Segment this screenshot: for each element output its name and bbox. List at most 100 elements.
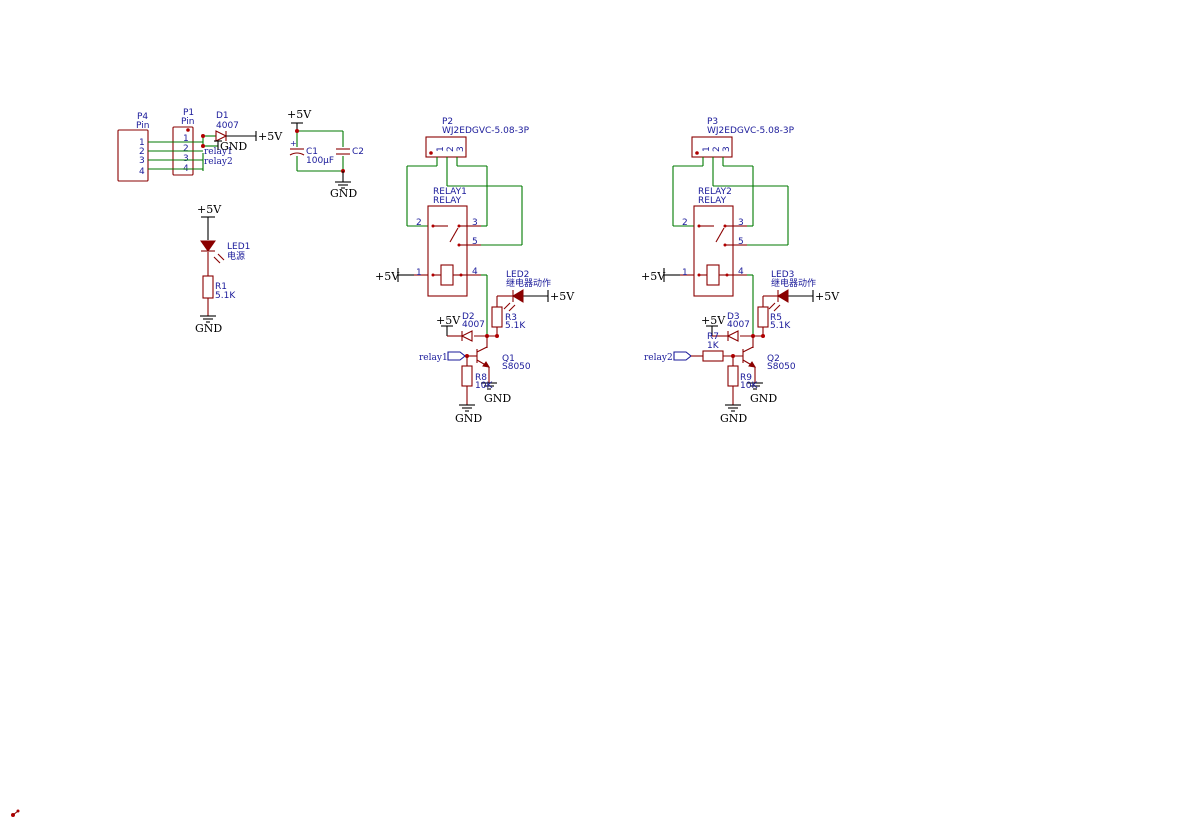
connector-p3[interactable]: P3 WJ2EDGVC-5.08-3P 1 2 3 xyxy=(691,117,795,158)
q2-gnd-symbol xyxy=(747,382,763,390)
svg-text:+: + xyxy=(290,139,297,148)
d1-vcc-label: +5V xyxy=(258,130,283,143)
relay1-pin-2: 2 xyxy=(416,218,422,228)
led3-vcc-label: +5V xyxy=(815,290,840,303)
r1-ref: R1 xyxy=(215,282,227,292)
relay2-pin-5: 5 xyxy=(738,237,744,247)
led-led1[interactable]: LED1 电源 xyxy=(200,240,250,264)
p3-pin-2: 2 xyxy=(712,146,722,152)
capacitor-c1[interactable]: + C1 100µF xyxy=(289,139,334,166)
r1-value: 5.1K xyxy=(215,291,236,301)
r5-ref: R5 xyxy=(770,313,782,323)
p3-pin-1: 1 xyxy=(702,146,712,152)
relay2-net-port[interactable]: relay2 xyxy=(644,351,703,363)
diode-d2[interactable]: D2 4007 xyxy=(441,312,485,342)
r3-ref: R3 xyxy=(505,313,517,323)
p3-value: WJ2EDGVC-5.08-3P xyxy=(707,126,795,136)
led3-value: 继电器动作 xyxy=(771,277,816,289)
r7-value: 1K xyxy=(707,341,720,351)
led-led2[interactable]: LED2 继电器动作 xyxy=(497,270,551,312)
relay2-value: RELAY xyxy=(698,196,727,206)
r7-ref: R7 xyxy=(707,332,719,342)
r9-ref: R9 xyxy=(740,373,752,383)
p4-ref: P4 xyxy=(137,112,148,122)
c1-ref: C1 xyxy=(306,147,318,157)
r9-gnd-label: GND xyxy=(720,412,747,425)
led1-ref: LED1 xyxy=(227,242,250,252)
resistor-r1[interactable]: R1 5.1K xyxy=(202,275,236,301)
r8-ref: R8 xyxy=(475,373,487,383)
relay1-ref: RELAY1 xyxy=(433,187,467,197)
q1-ref: Q1 xyxy=(502,354,515,364)
wires-relay2 xyxy=(672,157,789,336)
relay2-pin-1: 1 xyxy=(682,268,688,278)
p1-net-relay1-label: relay1 xyxy=(204,147,233,157)
p3-pin-3: 3 xyxy=(722,146,732,152)
relay1-pin-4: 4 xyxy=(472,267,478,277)
p1-ref: P1 xyxy=(183,108,194,118)
q1-gnd-label: GND xyxy=(484,392,511,405)
resistor-r9[interactable]: R9 10K xyxy=(727,356,758,405)
q1-gnd-symbol xyxy=(481,382,497,390)
power-indicator-wiring xyxy=(200,216,216,323)
connector-p2[interactable]: P2 WJ2EDGVC-5.08-3P 1 2 3 xyxy=(425,117,530,158)
relay1-pin-5: 5 xyxy=(472,237,478,247)
r8-gnd-symbol xyxy=(459,404,475,412)
c2-ref: C2 xyxy=(352,147,364,157)
led1-gnd-label: GND xyxy=(195,322,222,335)
relay1-pin-3: 3 xyxy=(472,218,478,228)
connector-p4[interactable]: P4 Pin 1 2 3 4 xyxy=(117,112,149,182)
relay1-port-label: relay1 xyxy=(419,353,448,363)
p2-pin-2: 2 xyxy=(446,146,456,152)
relay-relay1[interactable]: RELAY1 RELAY 2 3 5 1 4 xyxy=(414,187,481,297)
capacitor-bank xyxy=(291,122,351,189)
p2-ref: P2 xyxy=(442,117,453,127)
relay1-vcc-label: +5V xyxy=(375,270,400,283)
p3-ref: P3 xyxy=(707,117,718,127)
r9-gnd-symbol xyxy=(725,404,741,412)
cap-vcc-label: +5V xyxy=(287,108,312,121)
q2-gnd-label: GND xyxy=(750,392,777,405)
collector-node-1 xyxy=(474,334,499,348)
p1-net-relay2-label: relay2 xyxy=(204,157,233,167)
d1-ref: D1 xyxy=(216,111,229,121)
relay1-net-port[interactable]: relay1 xyxy=(419,351,477,363)
wires-p4-p1 xyxy=(148,134,218,171)
p1-value: Pin xyxy=(181,117,194,127)
d3-value: 4007 xyxy=(727,320,750,330)
led1-value: 电源 xyxy=(227,250,245,262)
resistor-r5[interactable]: R5 5.1K xyxy=(757,296,791,336)
led3-ref: LED3 xyxy=(771,270,794,280)
p4-pin-4: 4 xyxy=(139,167,145,177)
diode-d3[interactable]: D3 4007 xyxy=(706,312,750,342)
resistor-r3[interactable]: R3 5.1K xyxy=(491,296,526,336)
resistor-r8[interactable]: R8 10K xyxy=(461,356,493,405)
p4-value: Pin xyxy=(136,121,149,131)
led2-value: 继电器动作 xyxy=(506,277,551,289)
diode-d1[interactable]: D1 4007 xyxy=(215,111,257,142)
d2-value: 4007 xyxy=(462,320,485,330)
q2-value: S8050 xyxy=(767,362,796,372)
q1-value: S8050 xyxy=(502,362,531,372)
relay1-vcc-symbol xyxy=(397,268,414,282)
p2-pin-1: 1 xyxy=(436,146,446,152)
p4-pin-3: 3 xyxy=(139,156,145,166)
r3-value: 5.1K xyxy=(505,321,526,331)
d3-vcc-label: +5V xyxy=(701,314,726,327)
led2-vcc-label: +5V xyxy=(550,290,575,303)
led-led3[interactable]: LED3 继电器动作 xyxy=(763,270,816,312)
wires-relay1 xyxy=(406,157,523,336)
p4-pin-2: 2 xyxy=(139,147,145,157)
cap-gnd-label: GND xyxy=(330,187,357,200)
relay1-pin-1: 1 xyxy=(416,268,422,278)
p1-pin-1: 1 xyxy=(183,134,189,144)
p2-value: WJ2EDGVC-5.08-3P xyxy=(442,126,530,136)
relay-relay2[interactable]: RELAY2 RELAY 2 3 5 1 4 xyxy=(680,187,747,297)
d3-ref: D3 xyxy=(727,312,740,322)
led2-ref: LED2 xyxy=(506,270,529,280)
d2-ref: D2 xyxy=(462,312,475,322)
p1-pin-3: 3 xyxy=(183,154,189,164)
relay2-vcc-label: +5V xyxy=(641,270,666,283)
capacitor-c2[interactable]: C2 xyxy=(336,147,364,157)
